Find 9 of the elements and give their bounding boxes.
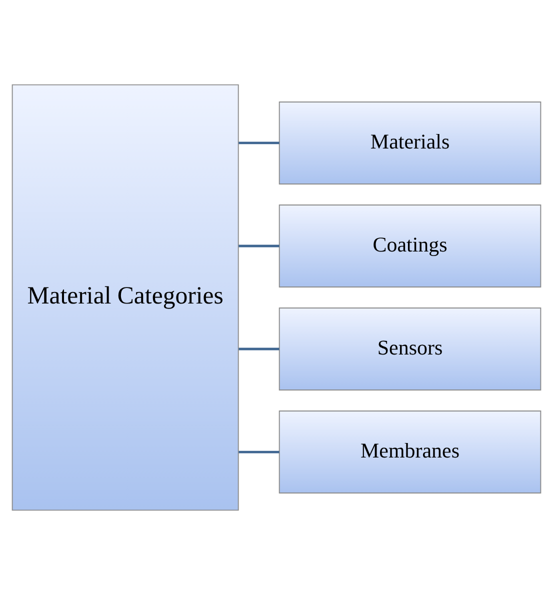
node-box: Coatings [278,204,542,287]
node-box: Materials [278,101,542,184]
connector [238,141,280,144]
connector [238,347,280,350]
node-box: Sensors [278,307,542,390]
connector [238,450,280,453]
node-box: Material Categories [12,84,239,510]
connector [238,244,280,247]
node-box: Membranes [278,410,542,493]
